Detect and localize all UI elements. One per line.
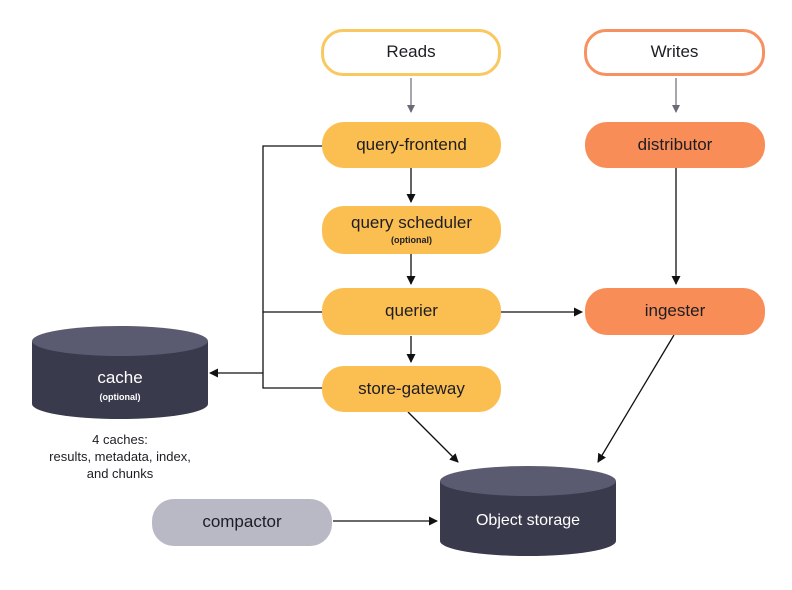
query-frontend-label: query-frontend — [356, 134, 467, 154]
store-gateway-label: store-gateway — [358, 378, 465, 398]
cache-optional-note: (optional) — [99, 392, 141, 402]
cache-caption-line-1: 4 caches: — [92, 432, 148, 447]
ingester-label: ingester — [644, 301, 706, 321]
query-scheduler-label: query scheduler — [351, 213, 472, 233]
reads-entry: Reads — [321, 29, 501, 76]
writes-label: Writes — [650, 42, 699, 62]
cache-bus-line — [262, 145, 322, 389]
cache-cylinder — [32, 326, 208, 419]
cache-caption: 4 caches: results, metadata, index, and … — [20, 431, 220, 482]
cache-caption-line-2: results, metadata, index, — [49, 449, 191, 464]
distributor-label: distributor — [637, 134, 713, 154]
arrow-ingester-to-object-storage — [597, 334, 675, 463]
compactor-node: compactor — [152, 499, 332, 546]
querier-node: querier — [322, 288, 501, 335]
query-scheduler-optional-note: (optional) — [391, 234, 432, 245]
querier-label: querier — [385, 301, 438, 321]
writes-entry: Writes — [584, 29, 765, 76]
reads-label: Reads — [386, 42, 436, 62]
cache-text: cache (optional) — [32, 368, 208, 402]
compactor-label: compactor — [202, 512, 282, 532]
cache-caption-line-3: and chunks — [86, 466, 154, 481]
object-storage-cylinder — [440, 466, 616, 556]
object-storage-label: Object storage — [475, 512, 581, 529]
distributor-node: distributor — [585, 122, 765, 168]
cache-title: cache — [97, 368, 143, 387]
ingester-node: ingester — [585, 288, 765, 335]
object-storage-text: Object storage — [440, 512, 616, 530]
arrow-store-gateway-to-object-storage — [407, 411, 459, 463]
query-frontend-node: query-frontend — [322, 122, 501, 168]
store-gateway-node: store-gateway — [322, 366, 501, 412]
query-scheduler-node: query scheduler (optional) — [322, 206, 501, 254]
